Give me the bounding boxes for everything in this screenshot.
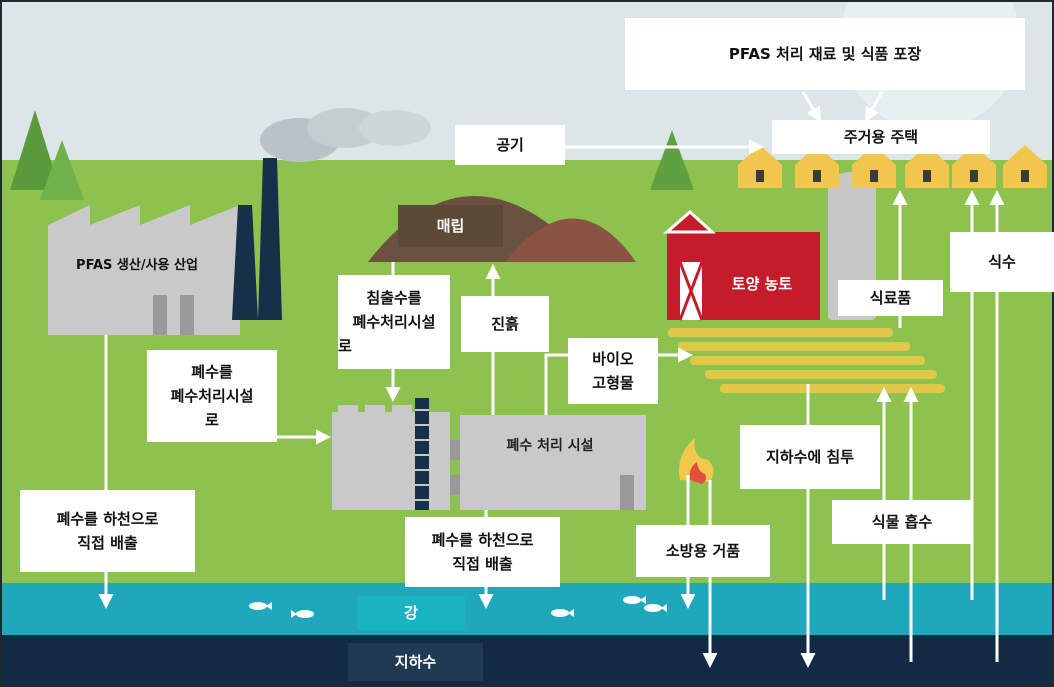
label-wwtp: 폐수 처리 시설: [506, 438, 594, 454]
label-dust: 진흙: [461, 296, 549, 352]
factory-door: [180, 295, 194, 335]
tree: [650, 130, 694, 190]
factory-door: [153, 295, 167, 335]
label-groundwater-infiltration: 지하수에 침투: [740, 425, 880, 489]
treatment-tank: [332, 412, 450, 510]
smoke: [359, 110, 431, 146]
treatment-building: [460, 415, 646, 510]
label-air: 공기: [455, 125, 565, 165]
groundwater-band: [0, 635, 1054, 687]
fire-icon: [679, 438, 714, 482]
label-industry: PFAS 생산/사용 산업: [76, 258, 198, 273]
crop-row: [720, 384, 945, 393]
label-food: 식료품: [838, 280, 943, 316]
label-river: 강: [357, 596, 465, 630]
label-firefighting-foam: 소방용 거품: [636, 525, 770, 577]
tree: [40, 140, 84, 200]
label-landfill: 매립: [398, 205, 503, 247]
landfill-mound-small: [505, 218, 636, 262]
tree: [10, 110, 60, 190]
label-soil-farm: 토양 농토: [710, 262, 814, 306]
label-drinking-water: 식수: [950, 232, 1054, 292]
smokestack: [232, 205, 258, 320]
smokestack: [258, 158, 282, 320]
fish-icons: [249, 596, 667, 618]
river-band: [0, 583, 1054, 635]
crop-row: [678, 342, 910, 351]
label-residential: 주거용 주택: [772, 120, 990, 154]
label-groundwater: 지하수: [348, 643, 483, 681]
label-packaging: PFAS 처리 재료 및 식품 포장: [625, 18, 1025, 90]
crop-row: [705, 370, 937, 379]
houses: [738, 145, 1047, 188]
label-plant-uptake: 식물 흡수: [832, 500, 972, 544]
crop-row: [690, 356, 925, 365]
crop-row: [668, 328, 893, 337]
smoke: [307, 108, 383, 148]
